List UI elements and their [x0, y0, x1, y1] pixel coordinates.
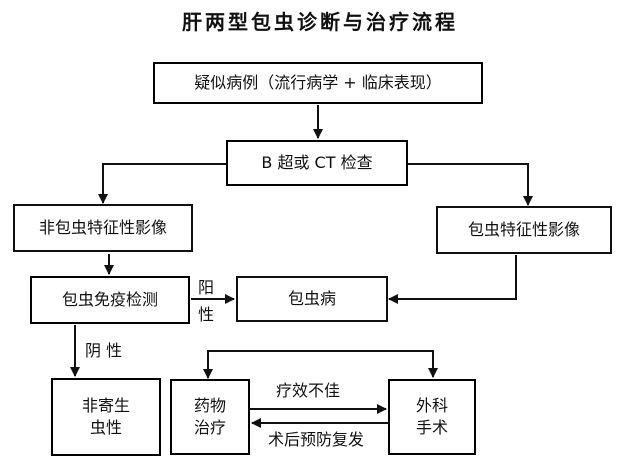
node-characteristic-imaging-label: 包虫特征性影像	[467, 220, 580, 240]
node-imaging-exam-label: B 超或 CT 检查	[261, 153, 373, 173]
node-surgery-line2: 手术	[415, 418, 448, 437]
edge-bracket-top	[207, 350, 438, 378]
node-surgery-line1: 外科	[415, 396, 448, 416]
edge-label-positive-2: 性	[198, 305, 215, 324]
node-immuno-test-label: 包虫免疫检测	[61, 290, 158, 310]
diagram-title: 肝两型包虫诊断与治疗流程	[182, 10, 458, 34]
node-suspected-case: 疑似病例（流行病学 + 临床表现）	[153, 62, 483, 104]
node-drug-treatment-line1: 药物	[193, 396, 226, 416]
node-drug-treatment-line2: 治疗	[193, 418, 226, 437]
node-characteristic-imaging: 包虫特征性影像	[436, 206, 612, 254]
node-hydatid-disease-label: 包虫病	[287, 289, 336, 309]
edge-imaging-characteristic	[408, 163, 533, 206]
node-imaging-exam: B 超或 CT 检查	[226, 140, 408, 186]
node-immuno-test: 包虫免疫检测	[30, 276, 190, 324]
edge-characteristic-hydatid	[388, 255, 517, 304]
node-non-parasitic-line2: 虫性	[89, 418, 122, 437]
node-drug-treatment: 药物 治疗	[170, 379, 250, 455]
edge-label-positive-1: 阳	[198, 278, 215, 297]
node-non-parasitic-line1: 非寄生	[81, 396, 130, 416]
node-non-characteristic-imaging-label: 非包虫特征性影像	[38, 218, 167, 238]
edge-imaging-noncharacteristic	[98, 163, 226, 204]
edge-label-postop-prevent: 术后预防复发	[268, 430, 365, 449]
edge-label-poor-effect: 疗效不佳	[276, 381, 341, 400]
node-hydatid-disease: 包虫病	[236, 276, 388, 322]
node-suspected-case-label: 疑似病例（流行病学 + 临床表现）	[194, 73, 442, 93]
node-surgery: 外科 手术	[388, 379, 476, 455]
edge-label-negative: 阴 性	[85, 341, 123, 360]
node-non-characteristic-imaging: 非包虫特征性影像	[13, 204, 193, 252]
node-non-parasitic: 非寄生 虫性	[51, 378, 161, 456]
